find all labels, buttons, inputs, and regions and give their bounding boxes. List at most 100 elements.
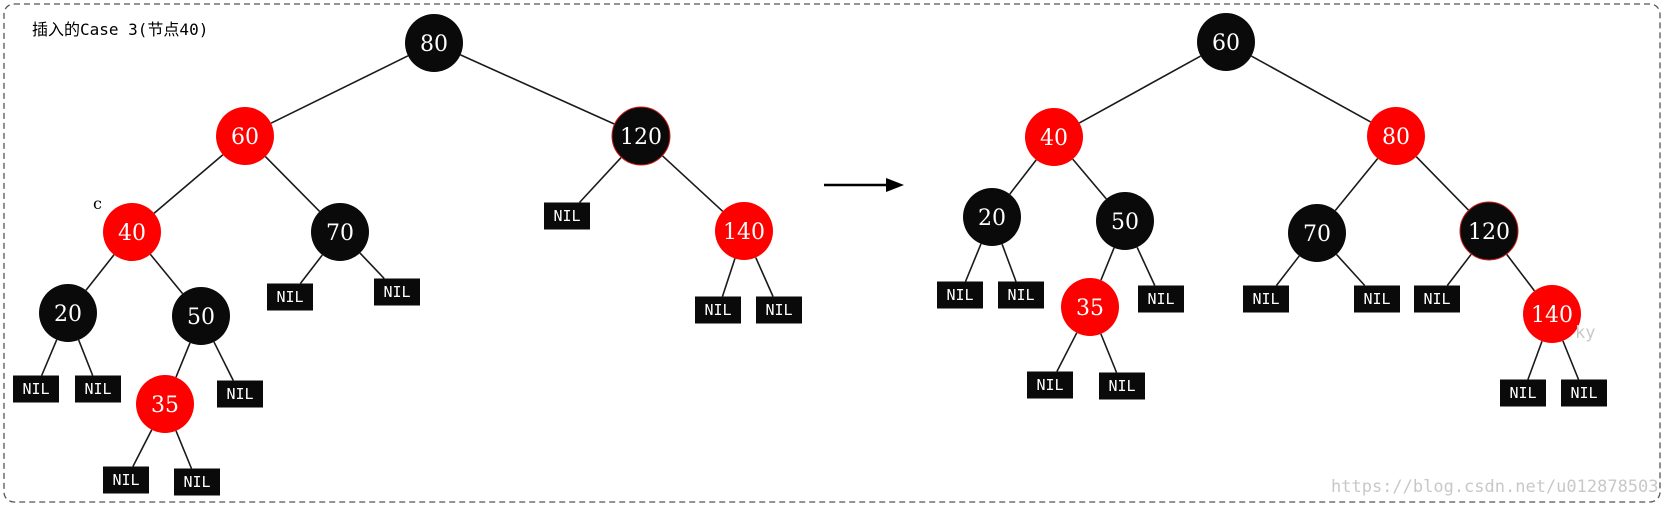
after-node-60: 60 [1197,13,1255,71]
nil-label: NIL [1363,290,1390,308]
nil-label: NIL [1147,290,1174,308]
after-node-120: 120 [1459,201,1519,261]
nil-label: NIL [276,288,303,306]
node-label: 35 [1076,296,1104,321]
edge-b120-bn1 [578,156,622,204]
edge-a70-an7 [1335,253,1366,287]
edge-b60-b40 [153,154,224,214]
edge-a40-a50 [1072,158,1107,200]
before-nil-leaf: NIL [174,468,220,496]
node-label: 60 [231,125,259,150]
edge-b80-b60 [270,55,409,124]
node-circle [1288,204,1346,262]
nil-box [1243,285,1289,313]
after-nil-leaf: NIL [1099,372,1145,400]
node-circle [715,202,773,260]
before-nil-leaf: NIL [544,202,590,230]
nil-box [374,278,420,306]
node-label: 50 [187,305,215,330]
edge-a70-an6 [1275,255,1300,286]
node-label: 50 [1111,210,1139,235]
nil-box [174,468,220,496]
nil-label: NIL [1108,377,1135,395]
nil-label: NIL [1509,384,1536,402]
node-circle [405,14,463,72]
after-node-40: 40 [1025,108,1083,166]
before-node-60: 60 [216,107,274,165]
nil-box [103,466,149,494]
after-nil-leaf: NIL [1138,285,1184,313]
node-circle [172,287,230,345]
before-node-50: 50 [172,287,230,345]
after-nil-leaf: NIL [937,281,983,309]
nil-label: NIL [1570,384,1597,402]
nil-label: NIL [704,301,731,319]
node-circle [311,203,369,261]
nil-box [1354,285,1400,313]
node-circle [136,375,194,433]
node-circle [1367,107,1425,165]
before-node-35: 35 [136,375,194,433]
node-circle [1025,108,1083,166]
transform-arrow [824,178,904,192]
after-nil-leaf: NIL [1243,285,1289,313]
nil-label: NIL [1252,290,1279,308]
before-nil-leaf: NIL [75,375,121,403]
after-nil-leaf: NIL [1027,371,1073,399]
edge-b70-bn2 [299,254,323,284]
after-nil-leaf: NIL [1561,379,1607,407]
diagram-title: 插入的Case 3(节点40) [32,20,208,39]
nil-label: NIL [1007,286,1034,304]
nil-box [267,283,313,311]
nil-box [1138,285,1184,313]
nil-box [217,380,263,408]
before-nil-leaf: NIL [103,466,149,494]
node-label: 80 [1382,125,1410,150]
nil-label: NIL [383,283,410,301]
edge-b50-b35 [175,342,191,378]
node-circle [1459,201,1519,261]
before-node-140: 140 [715,202,773,260]
nil-label: NIL [765,301,792,319]
edge-b80-b120 [460,54,615,125]
nil-label: NIL [1036,376,1063,394]
edge-a40-a20 [1009,159,1037,195]
edge-a50-an3 [1136,246,1156,286]
node-circle [103,203,161,261]
node-label: 70 [1303,222,1331,247]
edge-a60-a80 [1250,55,1372,123]
nil-box [13,375,59,403]
after-nil-leaf: NIL [1354,285,1400,313]
edges-layer [40,54,1580,469]
node-label: 80 [420,32,448,57]
after-nil-leaf: NIL [1414,285,1460,313]
before-node-80: 80 [405,14,463,72]
before-node-120: 120 [611,106,671,166]
node-label: 40 [118,221,146,246]
nil-label: NIL [183,473,210,491]
edge-b40-b50 [149,253,184,295]
before-node-40: 40 [103,203,161,261]
nil-box [1500,379,1546,407]
edge-a60-a40 [1078,55,1202,124]
after-node-70: 70 [1288,204,1346,262]
nil-box [937,281,983,309]
after-node-35: 35 [1061,278,1119,336]
current-node-marker: c [93,194,102,213]
nil-label: NIL [226,385,253,403]
nil-box [75,375,121,403]
watermark-fragment: ky [1575,323,1595,343]
node-label: 60 [1212,31,1240,56]
before-nil-leaf: NIL [13,375,59,403]
edge-b50-bn8 [213,341,234,381]
before-node-70: 70 [311,203,369,261]
node-circle [1096,192,1154,250]
node-circle [1061,278,1119,336]
node-label: 70 [326,221,354,246]
edge-b20-bn7 [77,339,94,376]
edge-b60-b70 [264,156,321,212]
nil-label: NIL [112,471,139,489]
edge-b40-b20 [85,254,115,291]
